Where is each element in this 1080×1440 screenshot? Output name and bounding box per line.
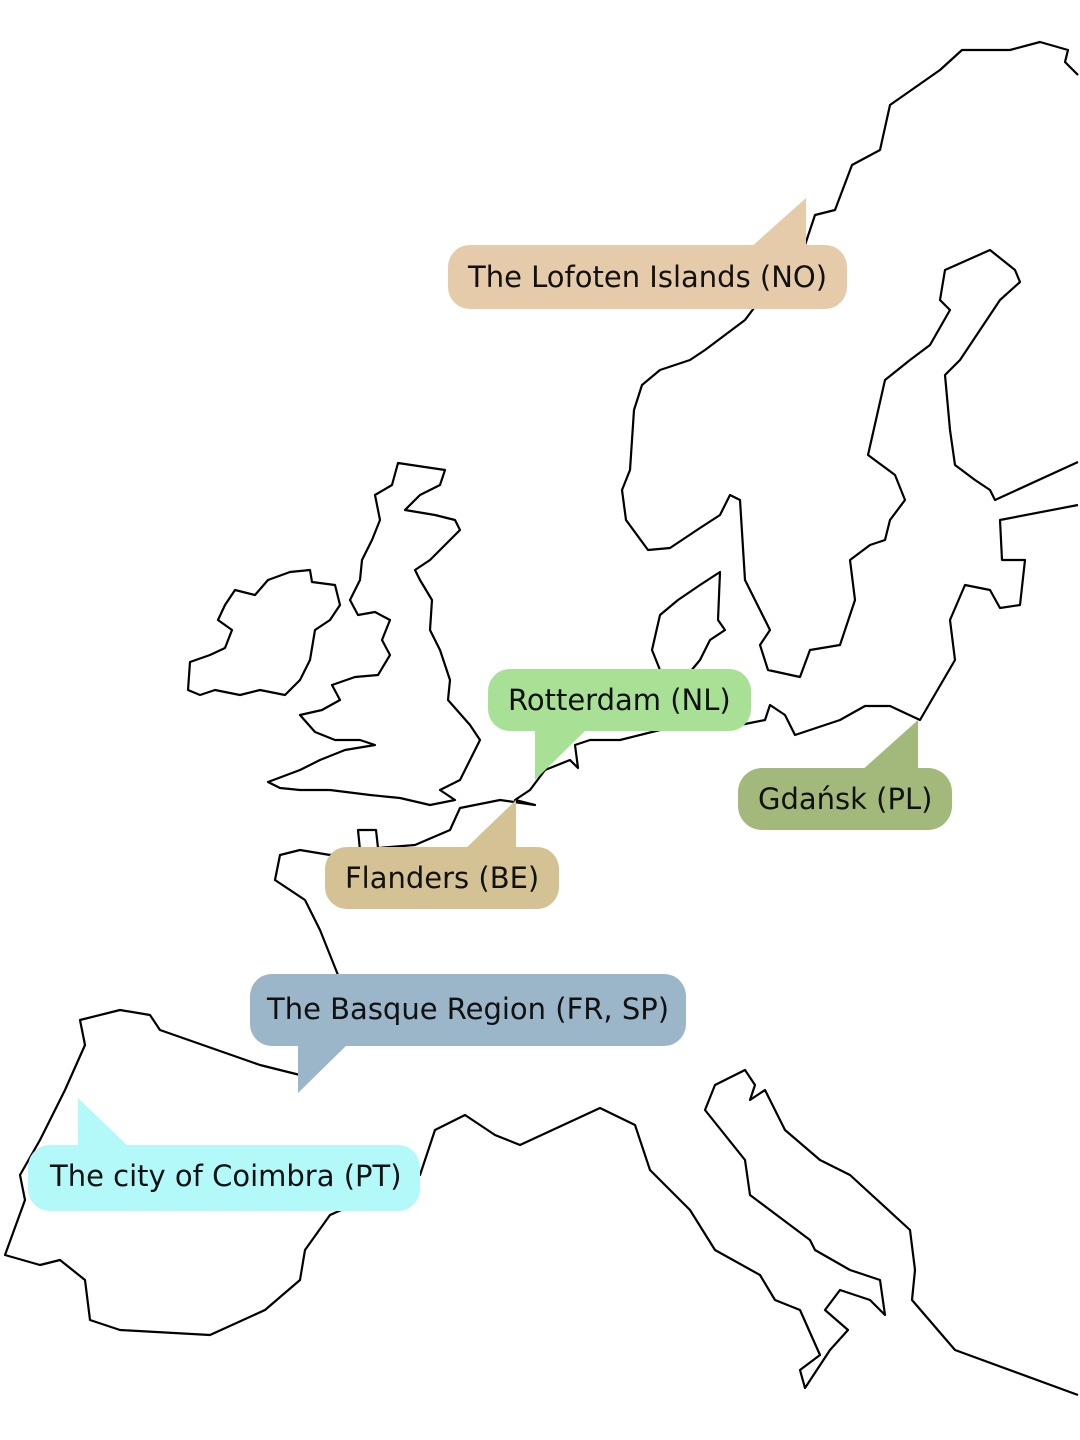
scandinavia-coastline xyxy=(620,40,1079,679)
label-rotterdam: Rotterdam (NL) xyxy=(488,669,751,731)
gdansk-pointer xyxy=(860,720,918,772)
label-flanders: Flanders (BE) xyxy=(325,847,560,909)
label-lofoten: The Lofoten Islands (NO) xyxy=(448,245,848,309)
ireland-coastline xyxy=(186,568,342,697)
basque-pointer xyxy=(298,1040,352,1093)
label-basque: The Basque Region (FR, SP) xyxy=(250,974,687,1046)
mainland-coastline xyxy=(3,728,1079,1397)
label-gdansk: Gdańsk (PL) xyxy=(738,768,953,830)
denmark-coastline xyxy=(650,570,727,716)
lofoten-pointer xyxy=(750,198,806,248)
flanders-pointer xyxy=(462,800,516,852)
great-britain-coastline xyxy=(266,461,482,807)
rotterdam-pointer xyxy=(535,728,588,780)
baltic-coastline xyxy=(699,503,1079,737)
coimbra-pointer xyxy=(78,1098,132,1150)
label-coimbra: The city of Coimbra (PT) xyxy=(28,1145,420,1211)
